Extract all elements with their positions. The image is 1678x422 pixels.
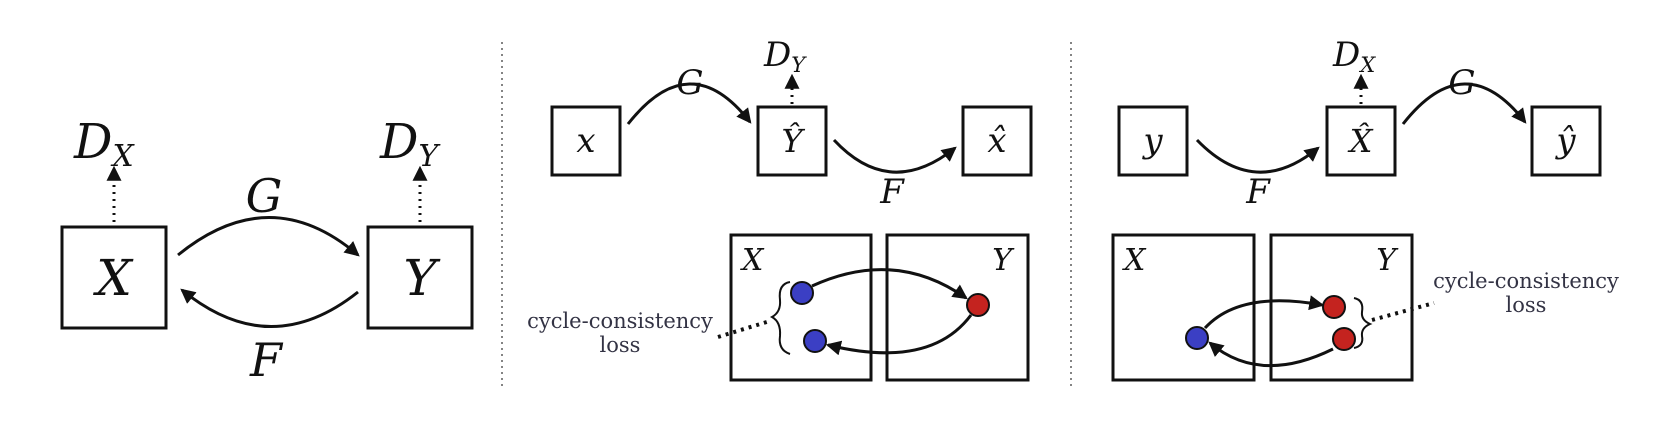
panel-c-backward-cycle: y X̂ ŷ F G DX X Y cycle-consistency loss [1111,35,1619,382]
reconstructed-x-box [961,105,1033,177]
loss-dotted-line [717,319,771,339]
mapping-f-label: F [249,333,284,387]
forward-f-label: F [879,172,905,212]
backward-g-label: G [1448,63,1475,103]
loss-dotted-line [1371,301,1435,322]
forward-f-arrow [832,138,957,174]
input-x-label: x [576,121,595,161]
point-f-arrow [1203,295,1325,330]
input-y-label: y [1141,121,1163,161]
discriminator-x-label: DX [73,114,135,174]
domain-y-box [366,225,474,330]
input-y-box [1117,105,1189,177]
generated-x-label: X̂ [1347,122,1374,160]
loss-caption-line-2: loss [1506,293,1547,317]
panel-b-forward-cycle: x Ŷ x̂ G F DY X Y cycle-consistency loss [527,35,1033,382]
domain-y-region-label: Y [1376,243,1399,278]
loss-caption-line-1: cycle-consistency [1433,269,1619,293]
discriminator-y-label: DY [763,35,807,77]
translated-y-point [966,293,990,317]
loss-caption-line-2: loss [600,333,641,357]
domain-y-region-label: Y [992,243,1015,278]
point-g-arrow [811,268,968,300]
discriminator-x-label: DX [1332,35,1376,77]
domain-x-region-label: X [740,243,765,278]
mapping-g-label: G [246,169,283,223]
loss-caption-line-1: cycle-consistency [527,309,713,333]
domain-x-region-label: X [1122,243,1147,278]
reconstructed-y-box [1530,105,1602,177]
backward-f-arrow [1195,138,1320,174]
point-g-arrow [1208,341,1334,367]
loss-brace [769,281,791,355]
domain-x-box [60,225,168,330]
loss-brace [1353,297,1373,349]
generated-y-label: Ŷ [781,122,805,160]
reconstructed-y-label: ŷ [1554,121,1576,161]
panel-a-mapping-overview: X Y DX DY G F [60,114,474,387]
reconstructed-x-label: x̂ [987,121,1006,161]
discriminator-y-label: DY [379,114,440,174]
point-f-arrow [825,314,973,356]
domain-x-label: X [92,249,134,307]
forward-g-arrow [626,82,752,125]
generated-y-box [756,105,828,177]
backward-g-arrow [1401,82,1527,125]
real-y-point [1322,295,1346,319]
domain-y-label: Y [403,249,440,307]
generated-x-box [1325,105,1397,177]
domain-x-region [729,233,873,382]
mapping-f-arrow [180,288,359,328]
input-x-box [550,105,622,177]
backward-f-label: F [1245,172,1271,212]
domain-y-region [885,233,1030,382]
mapping-g-arrow [177,216,360,257]
reconstructed-y-point [1332,327,1356,351]
reconstructed-x-point [1185,326,1209,350]
reconstructed-x-point [803,329,827,353]
forward-g-label: G [676,63,703,103]
real-x-point [790,281,814,305]
